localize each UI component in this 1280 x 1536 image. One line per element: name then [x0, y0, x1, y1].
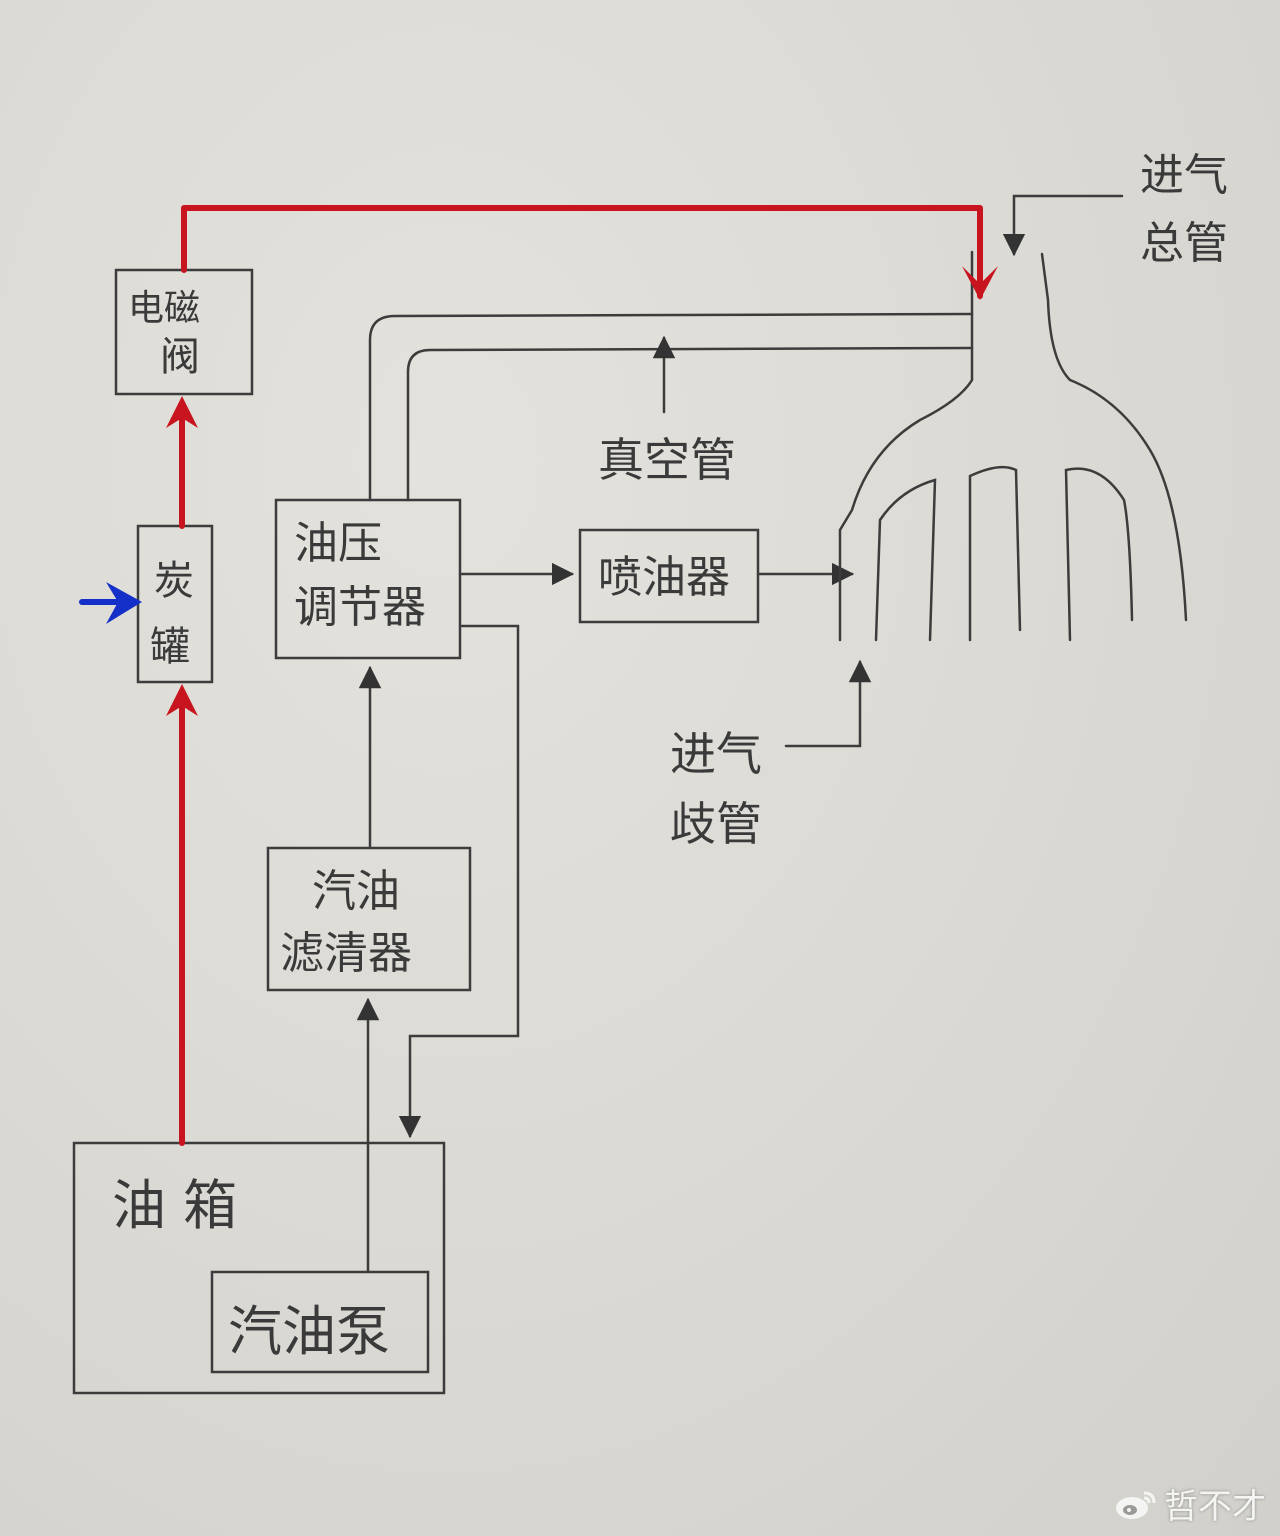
fuel-pump-box — [210, 1270, 430, 1374]
watermark: 哲不才 — [1114, 1479, 1266, 1528]
regulator-label-1: 油压 — [294, 518, 382, 569]
red-arrow-to-intake — [962, 266, 998, 300]
solenoid-valve-label-2: 阀 — [160, 334, 200, 380]
pressure-regulator-box — [274, 498, 462, 660]
filter-label-2: 滤清器 — [280, 928, 412, 979]
fresh-air-arrow — [79, 582, 142, 624]
canister-label-2: 罐 — [150, 624, 190, 670]
tank-label: 油 箱 — [112, 1174, 237, 1237]
intake-main-label-2: 总管 — [1140, 218, 1228, 269]
vacuum-tube-inner — [406, 346, 974, 502]
regulator-label-2: 调节器 — [294, 582, 426, 633]
evap-red-path — [179, 205, 983, 1146]
intake-manifold-drawing — [838, 250, 1188, 642]
vacuum-tube-outer — [368, 312, 974, 502]
injector-label: 喷油器 — [598, 552, 730, 603]
watermark-text: 哲不才 — [1164, 1487, 1266, 1527]
filter-label-1: 汽油 — [312, 866, 400, 917]
red-arrowheads — [166, 266, 998, 716]
intake-main-pointer — [1002, 194, 1124, 257]
weibo-icon — [1116, 1491, 1156, 1519]
red-arrow-to-canister — [166, 684, 198, 716]
canister-label-1: 炭 — [154, 558, 194, 604]
return-line-arrow — [398, 624, 520, 1139]
solenoid-valve-label-1: 电磁 — [128, 288, 200, 329]
intake-manifold-label-2: 歧管 — [670, 797, 762, 851]
injector-box — [578, 528, 760, 624]
intake-manifold-label-1: 进气 — [670, 727, 762, 781]
fuel-tank-box — [72, 1141, 446, 1395]
vacuum-tube-label: 真空管 — [598, 433, 736, 487]
intake-main-label-1: 进气 — [1140, 150, 1228, 201]
intake-manifold-pointer — [784, 659, 872, 748]
pump-label: 汽油泵 — [228, 1300, 390, 1363]
red-arrow-to-valve — [166, 396, 198, 428]
